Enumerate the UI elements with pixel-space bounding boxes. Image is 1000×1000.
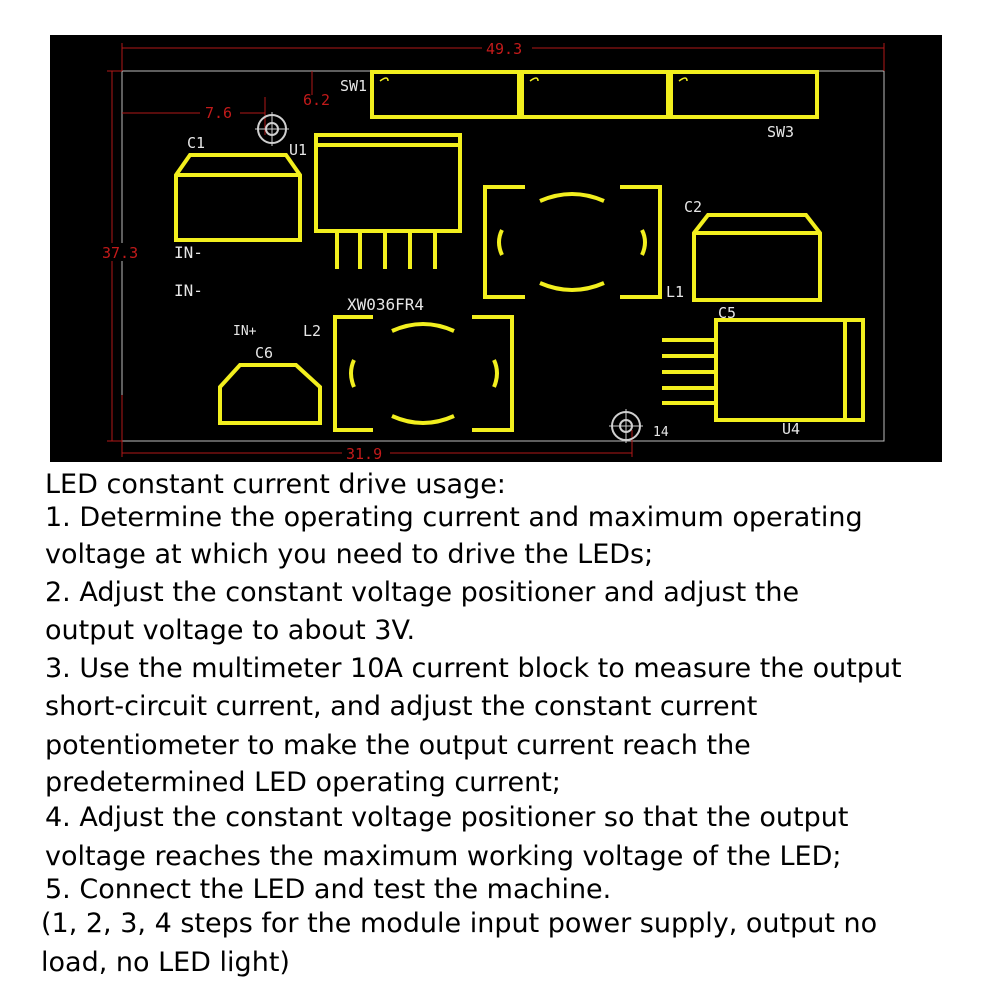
label-in-minus-1: IN- — [174, 243, 203, 262]
instruction-note: load, no LED light) — [41, 947, 290, 978]
label-c1: C1 — [187, 134, 205, 152]
bottom-dimension-label: 31.9 — [346, 445, 382, 462]
inductor-l2 — [333, 315, 514, 432]
switch-sw3 — [669, 70, 819, 119]
u4-pins — [662, 338, 716, 405]
instruction-line: 3. Use the multimeter 10A current block … — [45, 653, 902, 684]
width-dimension-label: 49.3 — [486, 40, 522, 58]
label-in-minus-2: IN- — [174, 281, 203, 300]
label-l2: L2 — [303, 322, 321, 340]
instruction-line: 4. Adjust the constant voltage positione… — [45, 802, 849, 833]
instruction-line: 2. Adjust the constant voltage positione… — [45, 577, 800, 608]
instruction-line: 5. Connect the LED and test the machine. — [45, 874, 612, 905]
inductor-l1 — [483, 185, 662, 299]
silkscreen-layer — [174, 70, 865, 443]
height-dimension-label: 37.3 — [102, 244, 138, 262]
instruction-line: 1. Determine the operating current and m… — [45, 502, 863, 533]
instructions-heading: LED constant current drive usage: — [45, 469, 506, 500]
dimension-labels: 49.3 37.3 7.6 6.2 31.9 — [96, 40, 532, 462]
switch-sw1 — [370, 70, 521, 119]
label-sw1: SW1 — [340, 77, 367, 95]
capacitor-c6 — [218, 363, 322, 425]
label-c2: C2 — [684, 198, 702, 216]
pcb-layout-diagram: 49.3 37.3 7.6 6.2 31.9 — [50, 35, 942, 462]
label-hole: 14 — [653, 425, 669, 440]
switch-sw2 — [520, 70, 670, 119]
regulator-u1 — [314, 133, 462, 233]
instruction-line: voltage at which you need to drive the L… — [45, 539, 654, 570]
instruction-line: voltage reaches the maximum working volt… — [45, 841, 842, 872]
instruction-line: predetermined LED operating current; — [45, 767, 561, 798]
instruction-note: (1, 2, 3, 4 steps for the module input p… — [41, 908, 878, 939]
label-u4: U4 — [782, 420, 800, 438]
label-c6: C6 — [255, 344, 273, 362]
component-labels: SW1 SW3 C1 U1 C2 L1 C5 U4 L2 C6 IN- IN- … — [174, 77, 800, 440]
instruction-line: potentiometer to make the output current… — [45, 730, 751, 761]
label-in-plus: IN+ — [233, 324, 257, 339]
label-part-number: XW036FR4 — [347, 295, 424, 314]
label-u1: U1 — [289, 141, 307, 159]
instruction-line: output voltage to about 3V. — [45, 615, 416, 646]
label-sw3: SW3 — [767, 123, 794, 141]
top-offset-dimension-label: 6.2 — [303, 91, 330, 109]
label-c5: C5 — [718, 304, 736, 322]
label-l1: L1 — [666, 283, 684, 301]
left-offset-dimension-label: 7.6 — [205, 104, 232, 122]
pcb-board-background — [50, 35, 942, 462]
u1-pins — [335, 231, 437, 269]
instruction-line: short-circuit current, and adjust the co… — [45, 691, 758, 722]
